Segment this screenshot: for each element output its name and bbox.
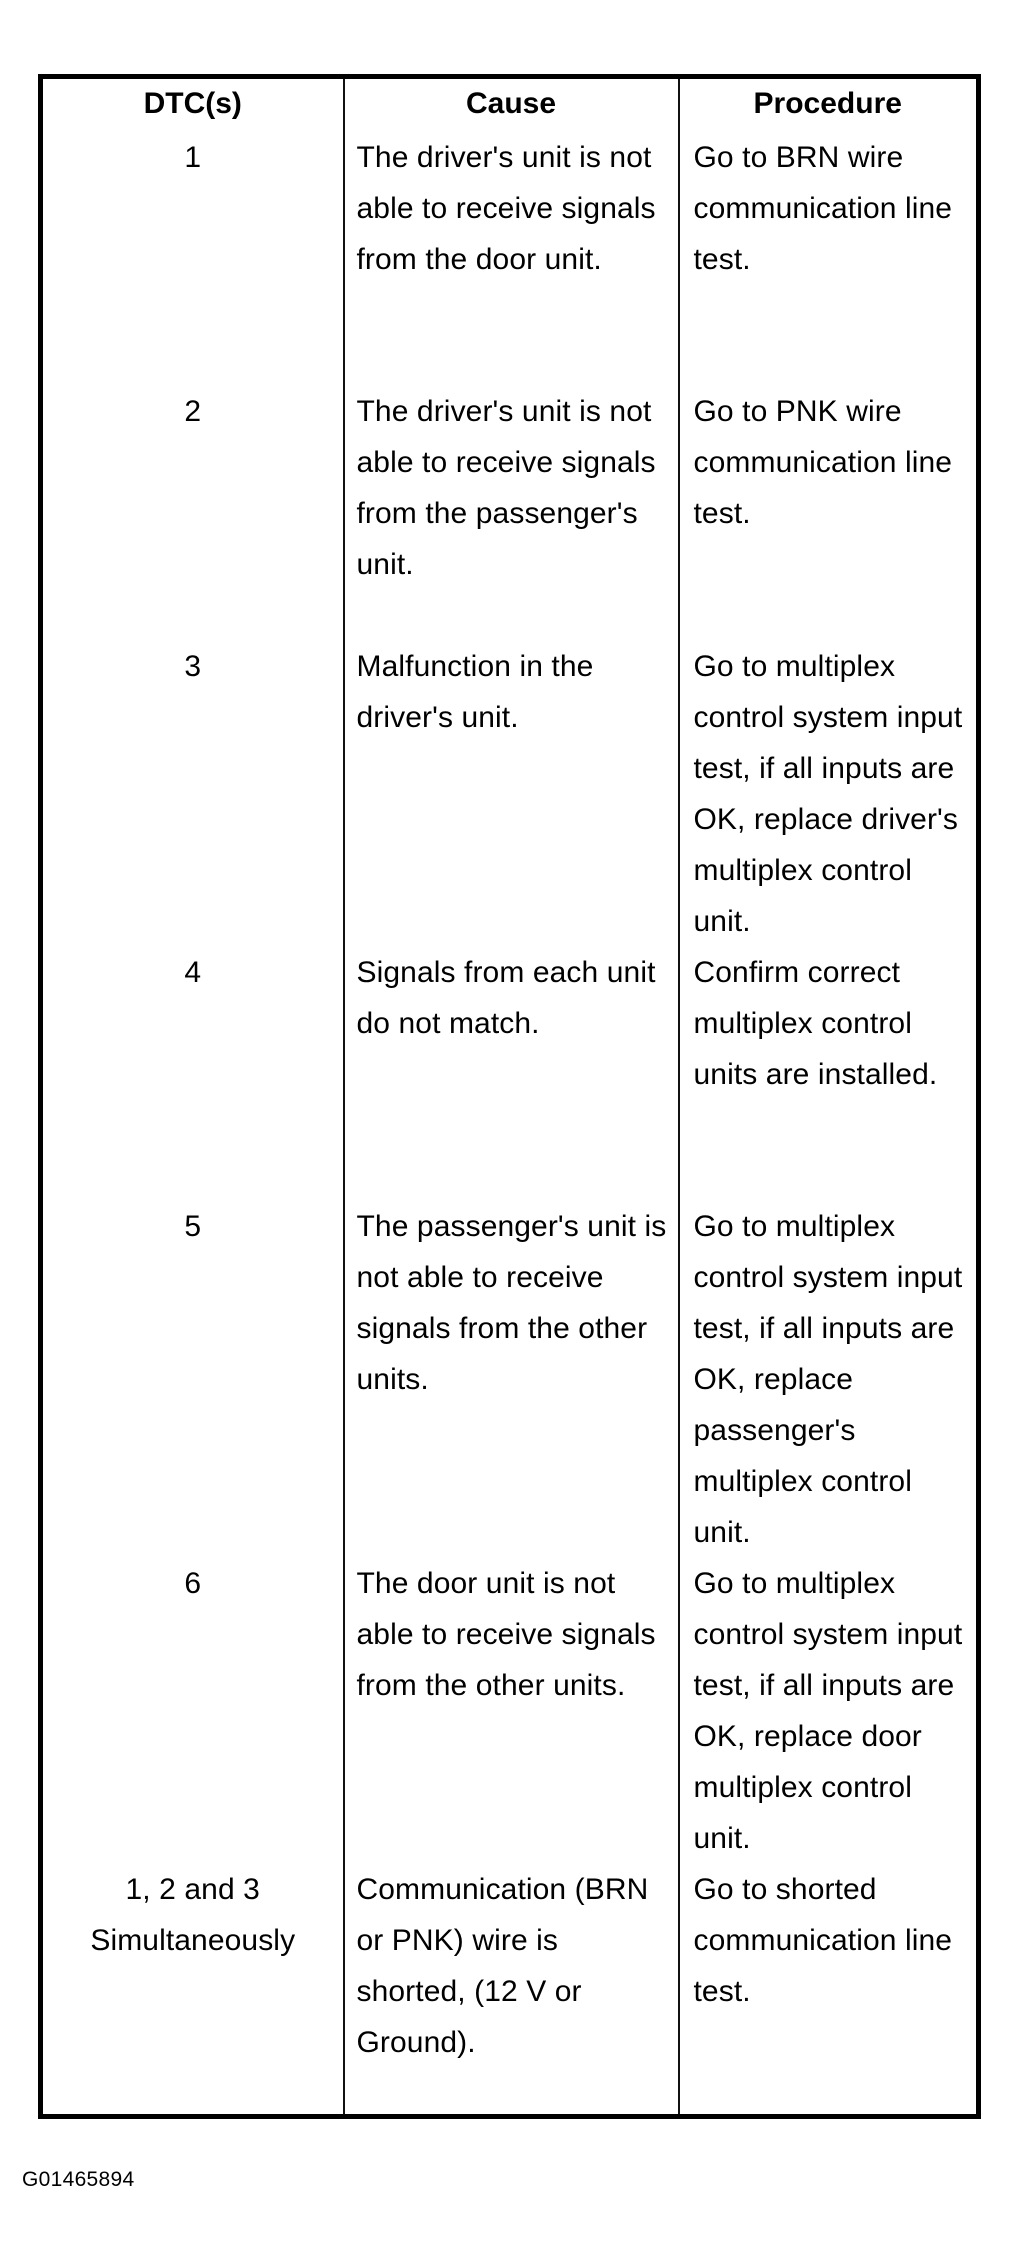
cell-dtc: 3: [41, 641, 344, 947]
cell-cause-text: The door unit is not able to receive sig…: [356, 1567, 656, 1702]
cell-cause-text: The driver's unit is not able to receive…: [356, 141, 656, 276]
cell-cause: The passenger's unit is not able to rece…: [342, 1201, 679, 1558]
cell-procedure-text: Go to PNK wire communication line test.: [693, 395, 953, 530]
table-row: 1 The driver's unit is not able to recei…: [41, 132, 979, 386]
cell-dtc-text: 1: [184, 141, 202, 174]
cell-procedure: Go to multiplex control system input tes…: [677, 1558, 979, 1864]
cell-procedure: Go to PNK wire communication line test.: [677, 386, 979, 641]
table-header: DTC(s) Cause Procedure: [41, 76, 979, 133]
cell-procedure-text: Go to multiplex control system input tes…: [693, 1567, 963, 1855]
table-row: 5 The passenger's unit is not able to re…: [41, 1201, 979, 1558]
cell-dtc: 5: [41, 1201, 344, 1558]
cell-cause: The driver's unit is not able to receive…: [342, 386, 679, 641]
column-header-dtc: DTC(s): [41, 77, 344, 133]
cell-dtc-text: 5: [184, 1210, 202, 1243]
cell-procedure-text: Confirm correct multiplex control units …: [693, 956, 938, 1091]
cell-cause-text: Communication (BRN or PNK) wire is short…: [356, 1873, 649, 2059]
cell-dtc-text: 6: [184, 1567, 202, 1600]
column-header-cause: Cause: [342, 76, 679, 132]
column-header-dtc-label: DTC(s): [143, 87, 242, 120]
cell-procedure: Go to multiplex control system input tes…: [677, 641, 979, 947]
column-header-procedure: Procedure: [677, 76, 979, 132]
cell-dtc-text: 3: [184, 650, 202, 683]
table-row: 4 Signals from each unit do not match. C…: [41, 947, 979, 1201]
cell-cause: The driver's unit is not able to receive…: [342, 132, 679, 386]
cell-cause: Communication (BRN or PNK) wire is short…: [342, 1864, 679, 2117]
cell-dtc: 1: [41, 132, 344, 386]
table-body: 1 The driver's unit is not able to recei…: [41, 132, 979, 2117]
cell-procedure-text: Go to multiplex control system input tes…: [693, 650, 963, 938]
cell-cause-text: Malfunction in the driver's unit.: [356, 650, 594, 734]
cell-procedure-text: Go to BRN wire communication line test.: [693, 141, 953, 276]
cell-cause-text: Signals from each unit do not match.: [356, 956, 656, 1040]
dtc-diagnostic-table: DTC(s) Cause Procedure 1 The driver's un…: [38, 74, 981, 2119]
cell-procedure: Confirm correct multiplex control units …: [677, 947, 979, 1201]
table-row: 1, 2 and 3 Simultaneously Communication …: [41, 1864, 979, 2117]
column-header-procedure-label: Procedure: [753, 87, 902, 120]
cell-dtc: 4: [41, 947, 344, 1201]
cell-cause: The door unit is not able to receive sig…: [342, 1558, 679, 1864]
table-row: 3 Malfunction in the driver's unit. Go t…: [41, 641, 979, 947]
cell-procedure: Go to multiplex control system input tes…: [677, 1201, 979, 1558]
cell-dtc-text: 2: [184, 395, 202, 428]
cell-dtc-text: 4: [184, 956, 202, 989]
header-row: DTC(s) Cause Procedure: [41, 76, 979, 133]
cell-dtc: 2: [41, 386, 344, 641]
table-row: 2 The driver's unit is not able to recei…: [41, 386, 979, 641]
cell-cause-text: The passenger's unit is not able to rece…: [356, 1210, 667, 1396]
cell-cause: Malfunction in the driver's unit.: [342, 641, 679, 947]
cell-cause: Signals from each unit do not match.: [342, 947, 679, 1201]
cell-procedure-text: Go to shorted communication line test.: [693, 1873, 953, 2008]
cell-dtc: 1, 2 and 3 Simultaneously: [41, 1864, 344, 2117]
cell-procedure-text: Go to multiplex control system input tes…: [693, 1210, 963, 1549]
cell-dtc-text: 1, 2 and 3 Simultaneously: [90, 1873, 296, 1957]
cell-cause-text: The driver's unit is not able to receive…: [356, 395, 656, 581]
column-header-cause-label: Cause: [465, 87, 557, 120]
cell-procedure: Go to shorted communication line test.: [677, 1864, 979, 2117]
table-row: 6 The door unit is not able to receive s…: [41, 1558, 979, 1864]
cell-procedure: Go to BRN wire communication line test.: [677, 132, 979, 386]
figure-caption: G01465894: [22, 2168, 135, 2191]
cell-dtc: 6: [41, 1558, 344, 1864]
